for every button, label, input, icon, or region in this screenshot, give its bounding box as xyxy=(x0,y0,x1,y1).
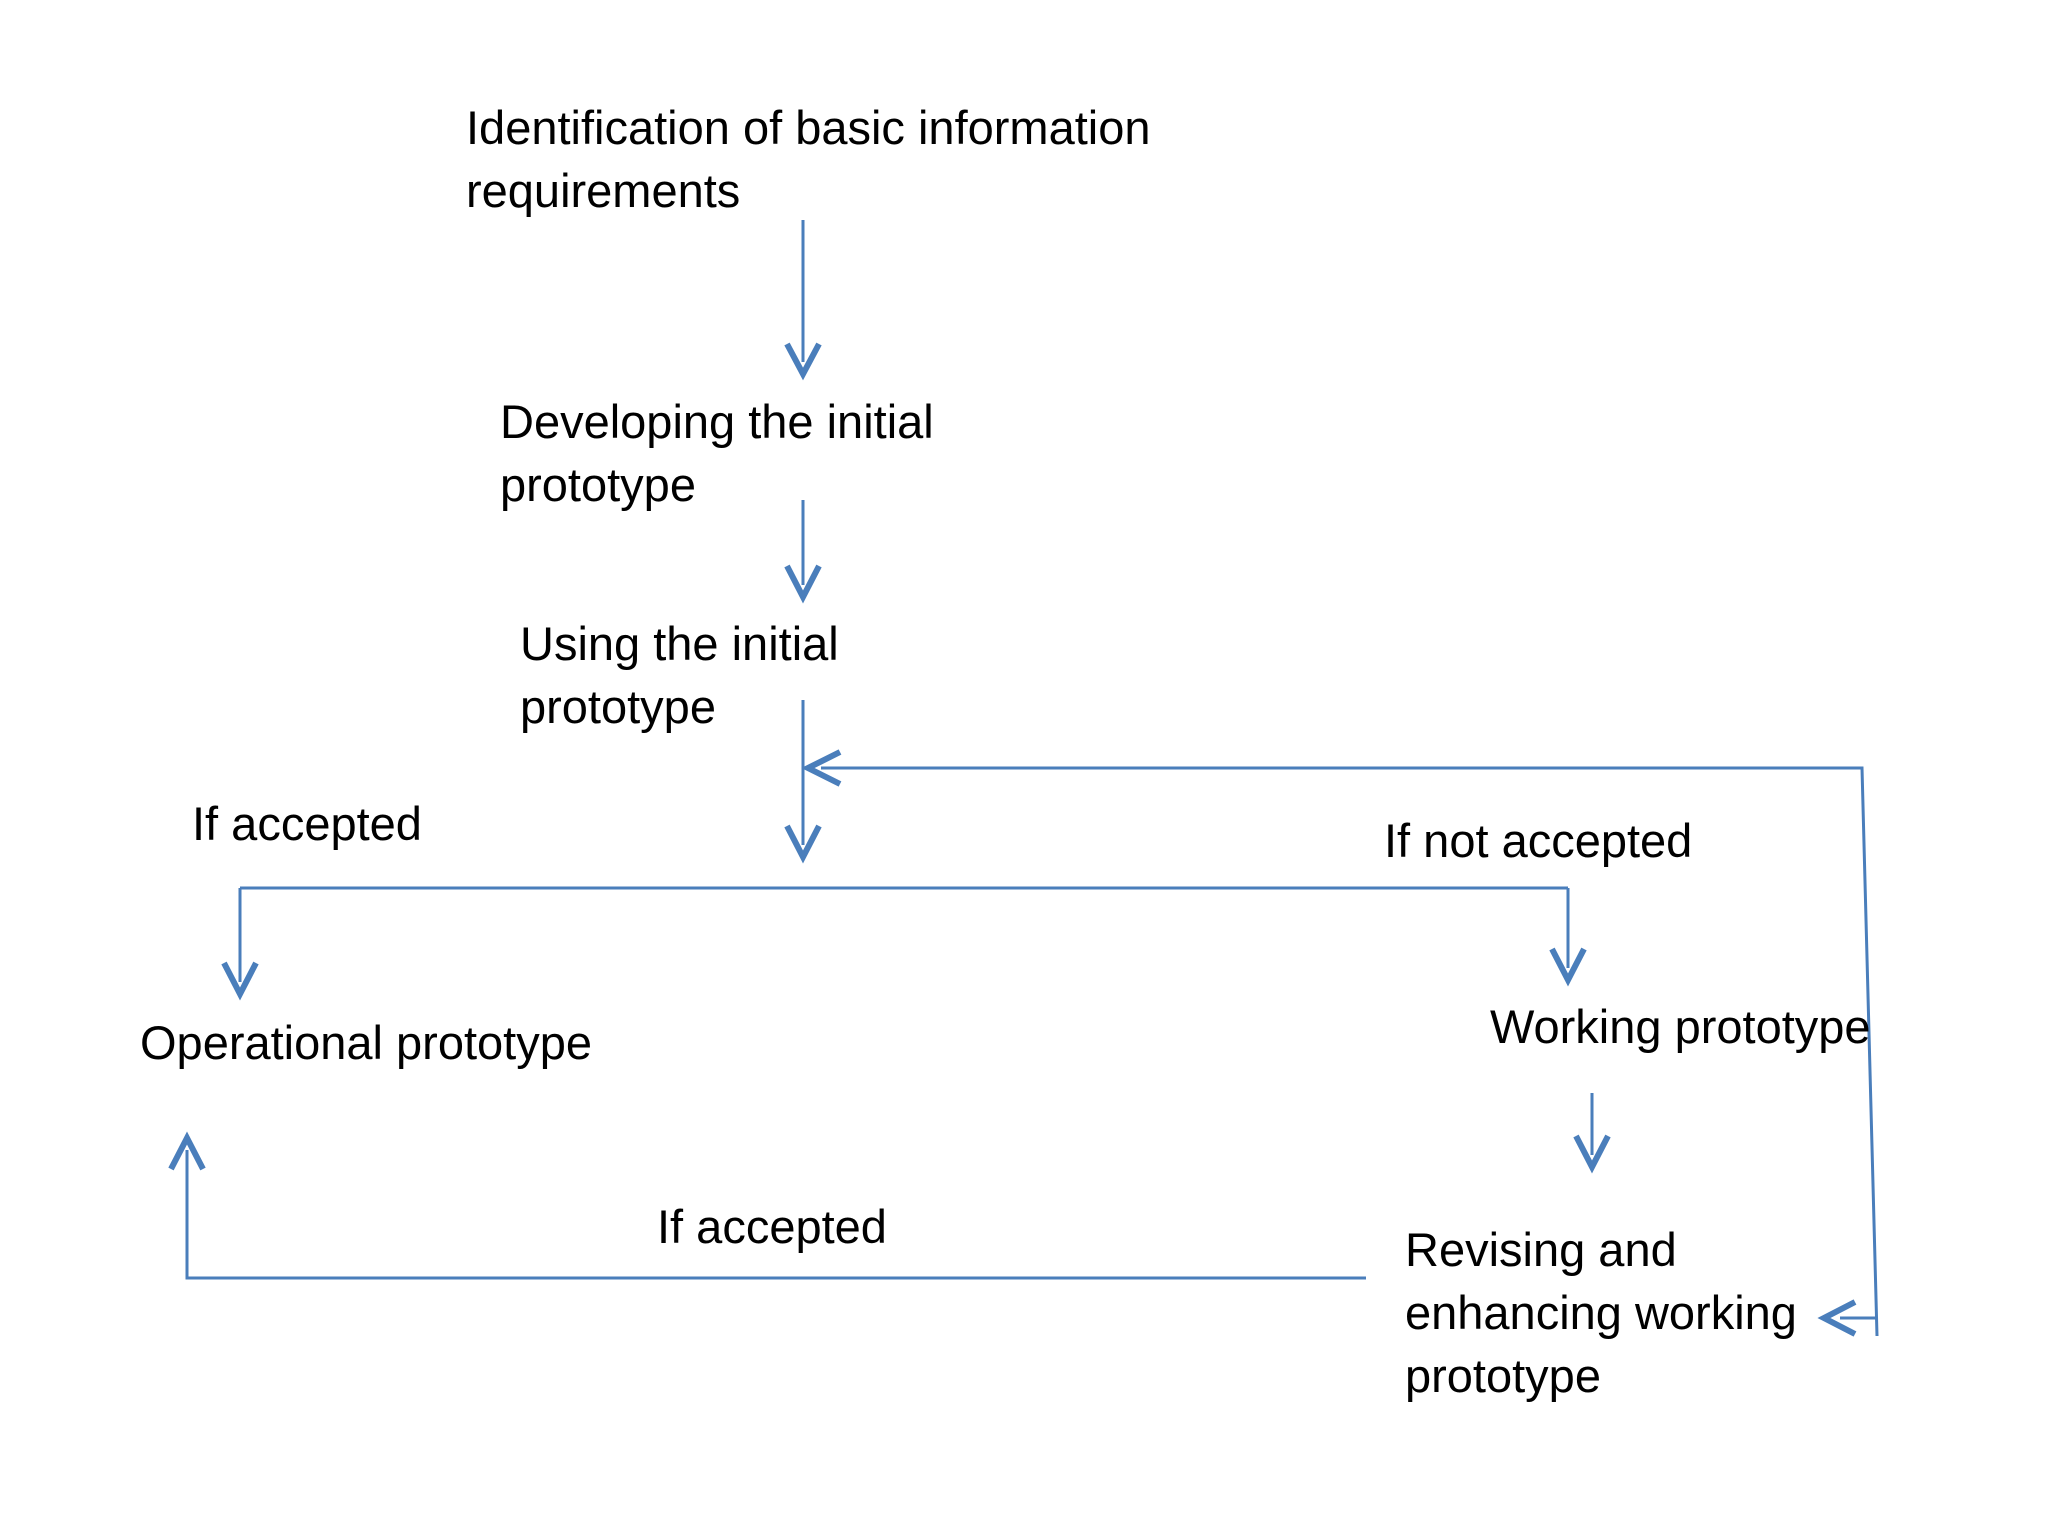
edge-branch-to-working xyxy=(1549,888,1587,987)
edge-label-if-not-accepted: If not accepted xyxy=(1384,814,1693,867)
edge-label-if-accepted-bottom: If accepted xyxy=(657,1200,887,1253)
node-revising-and-enhancing-working-prototype: Revising and enhancing working prototype xyxy=(1405,1223,1797,1402)
node-using-the-initial-prototype: Using the initial prototype xyxy=(520,617,839,733)
edge-working-to-revising xyxy=(1573,1093,1611,1174)
edge-label-if-accepted-top: If accepted xyxy=(192,797,422,850)
edge-identification-to-developing xyxy=(784,220,822,381)
node-working-prototype: Working prototype xyxy=(1490,1000,1871,1053)
node-developing-the-initial-prototype: Developing the initial prototype xyxy=(500,395,934,511)
edge-branch-to-operational xyxy=(221,886,1568,1001)
node-operational-prototype: Operational prototype xyxy=(140,1016,593,1069)
node-identification-of-basic-information-requirements: Identification of basic information requ… xyxy=(466,101,1151,217)
